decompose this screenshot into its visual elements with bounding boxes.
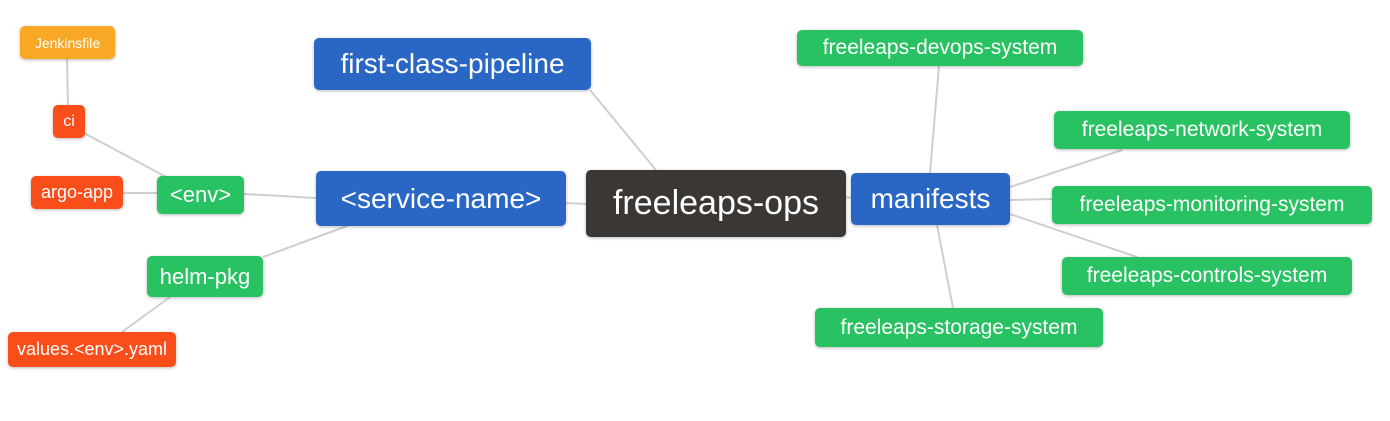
edge-ci--env	[83, 132, 169, 179]
edge-values-env-yaml--helm-pkg	[121, 296, 171, 333]
node-freeleaps-network-system[interactable]: freeleaps-network-system	[1054, 111, 1350, 149]
edge-freeleaps-devops-system--manifests	[929, 65, 940, 174]
node-jenkinsfile[interactable]: Jenkinsfile	[20, 26, 115, 59]
node-freeleaps-controls-system[interactable]: freeleaps-controls-system	[1062, 257, 1352, 295]
edge-freeleaps-ops--manifests	[845, 196, 852, 199]
node-freeleaps-monitoring-system[interactable]: freeleaps-monitoring-system	[1052, 186, 1372, 224]
edge-env--service-name	[243, 193, 317, 199]
edge-manifests--freeleaps-network-system	[1009, 149, 1123, 188]
node-freeleaps-devops-system[interactable]: freeleaps-devops-system	[797, 30, 1083, 66]
node-manifests[interactable]: manifests	[851, 173, 1010, 225]
node-service-name[interactable]: <service-name>	[316, 171, 566, 226]
edge-first-class-pipeline--freeleaps-ops	[589, 89, 657, 171]
node-argo-app[interactable]: argo-app	[31, 176, 123, 209]
node-helm-pkg[interactable]: helm-pkg	[147, 256, 263, 297]
edge-manifests--freeleaps-storage-system	[936, 224, 954, 309]
node-env[interactable]: <env>	[157, 176, 244, 214]
edge-manifests--freeleaps-controls-system	[1009, 213, 1138, 258]
node-ci[interactable]: ci	[53, 105, 85, 138]
edge-jenkinsfile--ci	[66, 58, 69, 106]
edge-manifests--freeleaps-monitoring-system	[1009, 198, 1053, 201]
node-freeleaps-ops[interactable]: freeleaps-ops	[586, 170, 846, 237]
node-values-env-yaml[interactable]: values.<env>.yaml	[8, 332, 176, 367]
node-first-class-pipeline[interactable]: first-class-pipeline	[314, 38, 591, 90]
edge-service-name--freeleaps-ops	[565, 202, 587, 205]
edge-helm-pkg--service-name	[262, 225, 348, 258]
node-freeleaps-storage-system[interactable]: freeleaps-storage-system	[815, 308, 1103, 347]
